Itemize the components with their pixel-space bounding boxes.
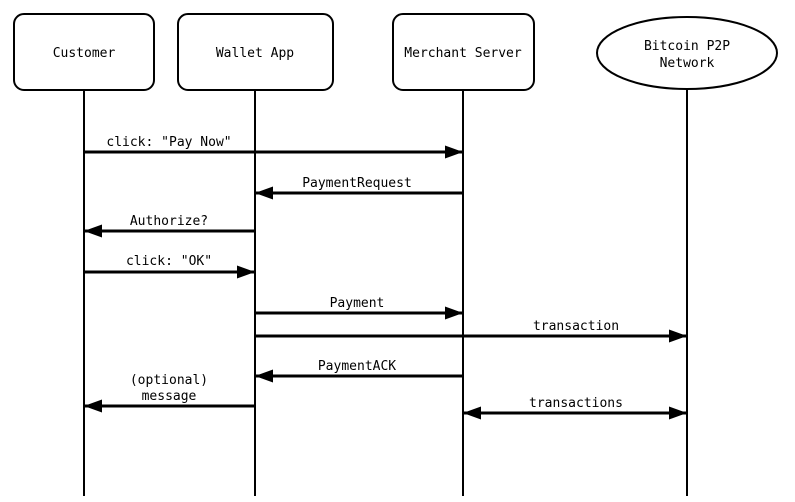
message-label: transaction [533,319,619,334]
message-optional-message: (optional) message [84,373,255,413]
participant-label-bitcoin-network-line2: Network [660,56,715,71]
participant-bitcoin-network: Bitcoin P2P Network [596,16,778,90]
participant-ellipse-bitcoin-network [596,16,778,90]
participant-box-merchant-server [392,13,535,91]
message-click-pay-now: click: "Pay Now" [84,135,463,159]
participant-wallet-app: Wallet App [177,13,334,91]
message-transaction: transaction [255,319,687,343]
message-label-line1: (optional) [130,373,208,388]
participant-customer: Customer [13,13,155,91]
participant-merchant-server: Merchant Server [392,13,535,91]
message-label: click: "Pay Now" [106,135,231,150]
message-label: Payment [330,296,385,311]
participant-label-wallet-app: Wallet App [216,46,294,61]
message-label-line2: message [142,389,197,404]
message-label: PaymentRequest [302,176,412,191]
participant-label-customer: Customer [53,46,116,61]
message-click-ok: click: "OK" [84,254,255,279]
message-payment: Payment [255,296,463,320]
message-payment-request: PaymentRequest [255,176,463,200]
message-payment-ack: PaymentACK [255,359,463,383]
message-label: click: "OK" [126,254,212,269]
message-label: Authorize? [130,214,208,229]
participant-box-wallet-app [177,13,334,91]
participant-label-bitcoin-network-line1: Bitcoin P2P [644,39,730,54]
message-label: transactions [529,396,623,411]
participant-label-merchant-server: Merchant Server [404,46,522,61]
participant-box-customer [13,13,155,91]
message-authorize: Authorize? [84,214,255,238]
message-label: PaymentACK [318,359,396,374]
message-transactions: transactions [463,396,687,420]
